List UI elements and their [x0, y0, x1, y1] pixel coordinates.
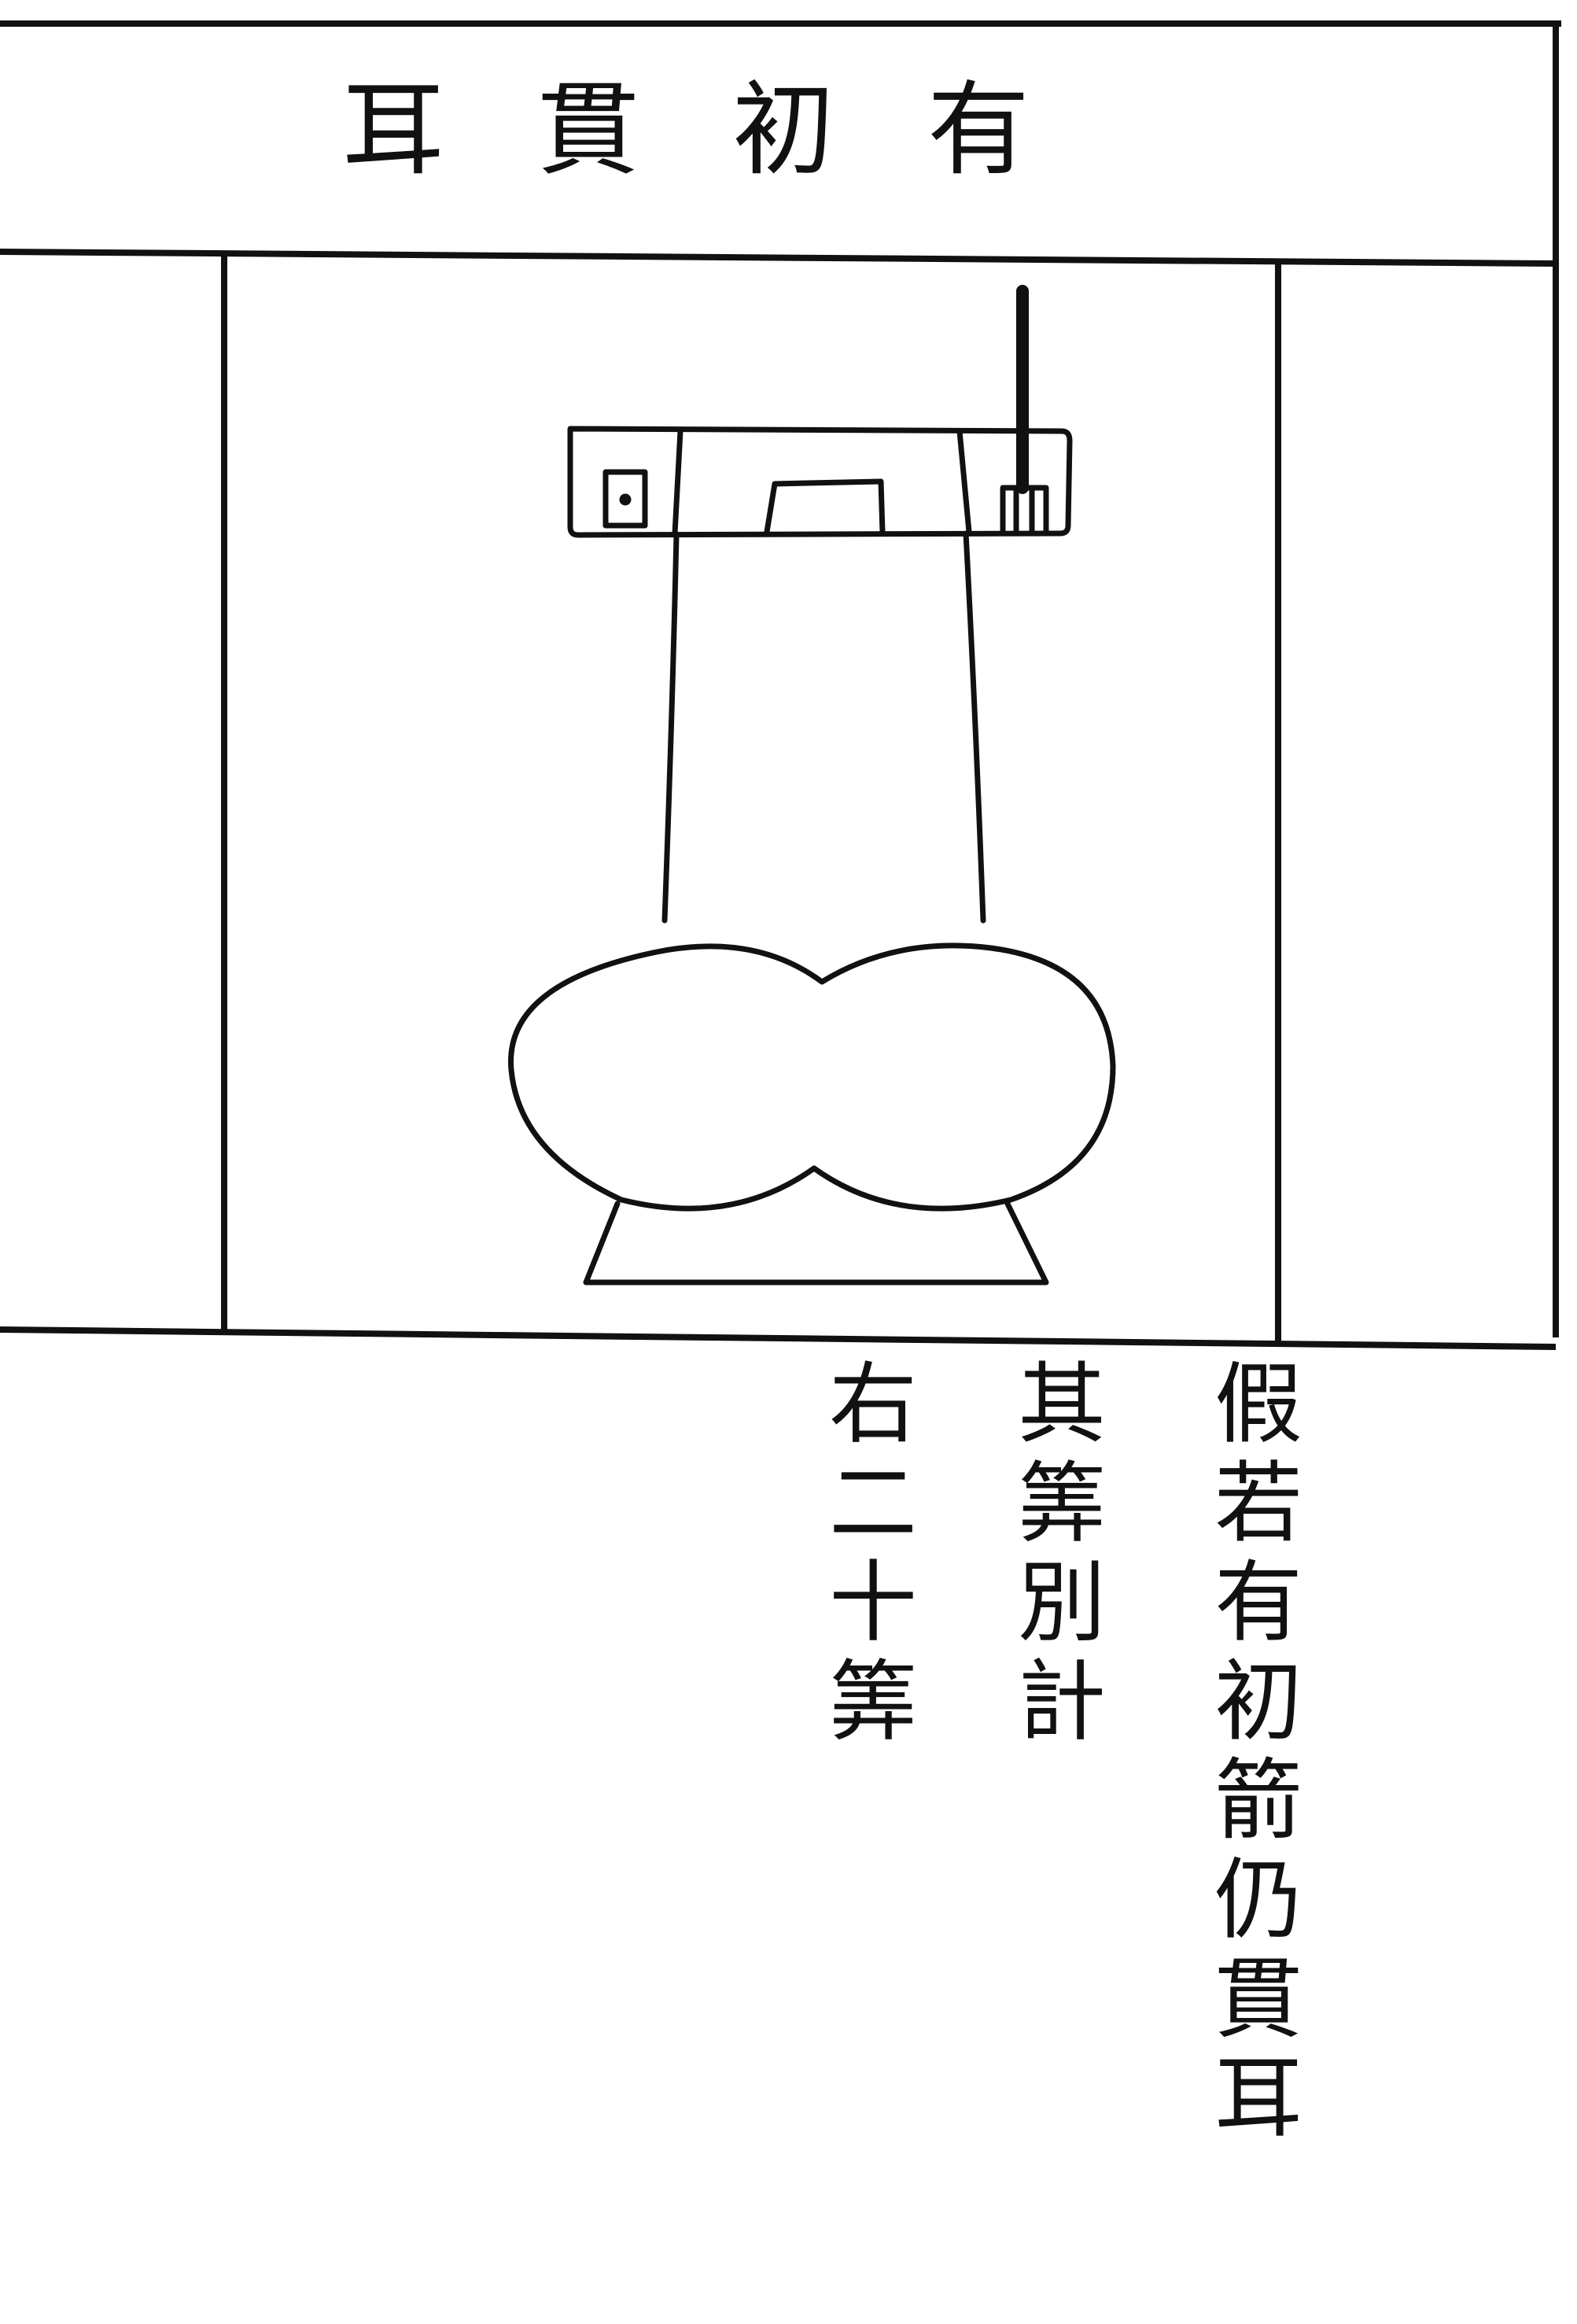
vase-left-ear-dot [619, 493, 632, 506]
diagram-title: 有初貫耳 [341, 70, 1122, 190]
note-column-3: 右二十筭 [814, 1357, 916, 1754]
note-column-2: 其筭別計 [1003, 1357, 1105, 1754]
mouth-right-divider [956, 428, 972, 535]
vase-mouth-plate [567, 426, 1073, 538]
vase-body [508, 943, 1116, 1212]
panel-bottom-line [0, 1326, 1557, 1350]
mouth-left-divider [672, 428, 683, 537]
vase-neck-right [963, 530, 986, 924]
note-column-1: 假若有初箭仍貫耳 [1199, 1357, 1302, 2150]
title-divider-line [0, 249, 1557, 267]
vase-neck-left [661, 532, 680, 924]
vase-left-ear [602, 469, 648, 529]
vase-illustration [508, 285, 1116, 1286]
vase-center-mouth [764, 478, 886, 535]
vase-right-ear [1000, 485, 1049, 534]
vase-foot [583, 1199, 1049, 1286]
